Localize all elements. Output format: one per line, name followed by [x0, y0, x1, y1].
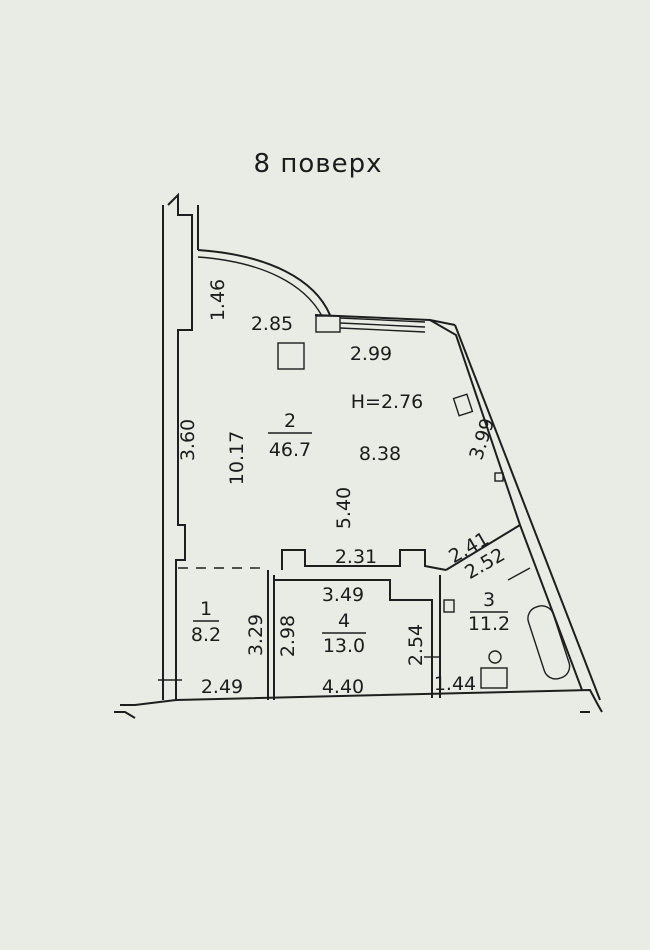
ceiling-height: H=2.76	[351, 391, 424, 413]
room-2-number: 2	[284, 410, 296, 432]
room-4-area: 13.0	[323, 635, 365, 657]
dimension-label: 4.40	[322, 676, 364, 698]
outer-walls	[114, 192, 603, 719]
room-1-area: 8.2	[191, 624, 221, 646]
dimension-label: 1.46	[207, 279, 229, 321]
dimension-label: 5.40	[333, 487, 355, 529]
dimension-label: 10.17	[226, 431, 248, 485]
dimension-label: 2.99	[350, 343, 392, 365]
room-3-number: 3	[483, 589, 495, 611]
room-1-number: 1	[200, 598, 212, 620]
room-labels: 1 8.2 2 46.7 3 11.2 4 13.0 H=2.76	[191, 391, 510, 657]
dimension-label: 3.49	[322, 584, 364, 606]
dimension-label: 1.44	[434, 673, 476, 695]
dimension-label: 2.98	[277, 615, 299, 657]
dimension-label: 3.60	[177, 419, 199, 461]
dimension-label: 3.29	[245, 614, 267, 656]
dimension-label: 3.99	[465, 416, 499, 463]
column-square	[277, 342, 305, 370]
interior-walls	[158, 342, 571, 700]
room-3-area: 11.2	[468, 613, 510, 635]
dimension-label: 8.38	[359, 443, 401, 465]
room-4-number: 4	[338, 610, 350, 632]
dimension-label: 2.54	[405, 624, 427, 666]
room-2-area: 46.7	[269, 439, 311, 461]
dimension-label: 2.85	[251, 313, 293, 335]
dimension-label: 2.49	[201, 676, 243, 698]
floor-title: 8 поверх	[254, 149, 383, 179]
dimension-label: 2.31	[335, 546, 377, 568]
